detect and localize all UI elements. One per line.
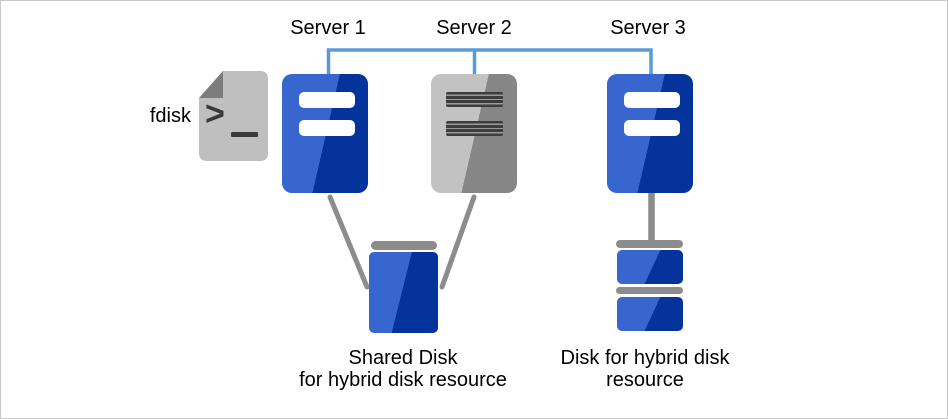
shared-disk-cap [371,241,437,250]
server3-label: Server 3 [610,17,686,39]
server3-drive-bay [624,120,680,136]
cursor-underscore-icon [231,132,258,137]
fdisk-label: fdisk [149,105,191,127]
shared-disk-caption: Shared Disk for hybrid disk resource [273,347,533,391]
server3-icon [607,74,693,193]
server1-label: Server 1 [290,17,366,39]
file-shape [199,71,268,161]
server1-shared-disk-line [327,194,370,290]
hybrid-disk-caption-line2: resource [606,369,684,391]
server2-vent-bay [446,92,503,107]
hybrid-disk-caption-line1: Disk for hybrid disk [560,347,730,369]
shared-disk-icon [369,252,438,333]
shared-disk-caption-line1: Shared Disk [348,347,458,369]
hybrid-disk-caption: Disk for hybrid disk resource [535,347,755,391]
server2-shared-disk-line [439,194,477,290]
hybrid-disk-cap [616,240,683,248]
server2-icon [431,74,517,193]
server2-vent-bay [446,121,503,136]
server2-label: Server 2 [436,17,512,39]
server1-drive-bay [299,120,355,136]
server3-drive-bay [624,92,680,108]
terminal-file-icon: > [199,71,268,161]
server1-drive-bay [299,92,355,108]
folded-corner [199,71,223,98]
prompt-icon: > [205,95,225,133]
hybrid-disk-divider [616,287,683,294]
interconnect-line [326,48,653,75]
hybrid-disk-unit-1 [617,250,683,284]
hybrid-disk-unit-2 [617,297,683,331]
server1-icon [282,74,368,193]
shared-disk-caption-line2: for hybrid disk resource [299,369,507,391]
